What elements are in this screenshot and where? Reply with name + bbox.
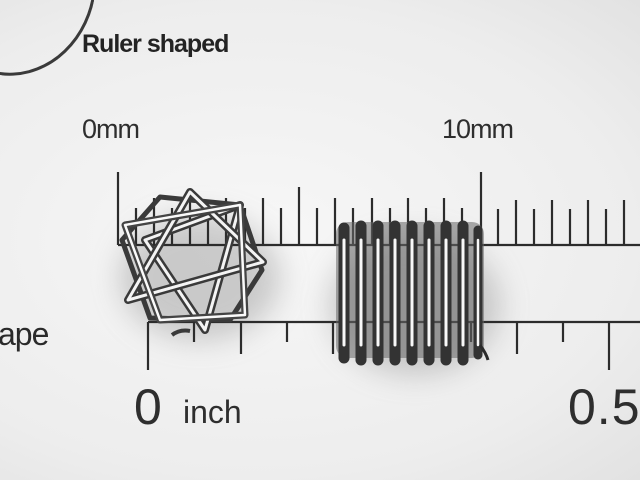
mm-ten-label: 10mm <box>442 114 514 144</box>
inch-half-label: 0.5 <box>568 379 640 435</box>
star-wire-ring <box>119 188 267 337</box>
inch-zero-label: 0 <box>134 379 162 435</box>
wire-coil-spring <box>336 220 490 366</box>
mm-zero-label: 0mm <box>82 114 140 144</box>
inch-unit-label: inch <box>183 394 242 430</box>
tape-label-fragment: ape <box>0 316 49 352</box>
ruler-title: Ruler shaped <box>82 30 229 58</box>
